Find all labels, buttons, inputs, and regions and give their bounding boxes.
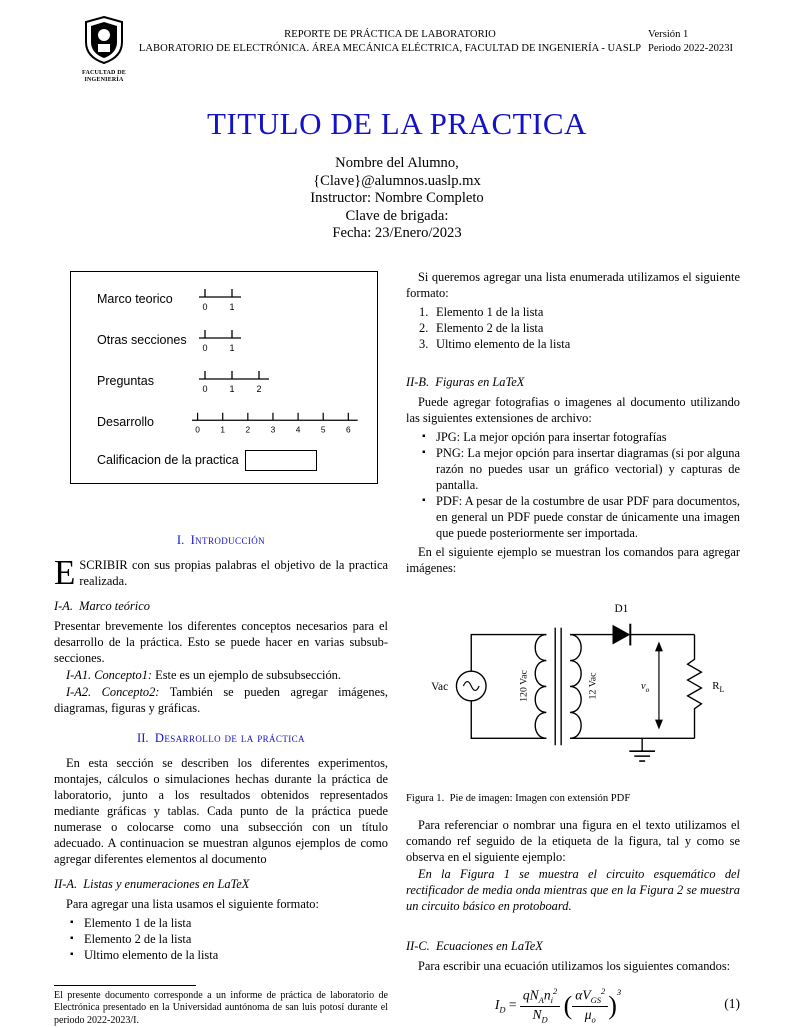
- list-item: 3.Ultimo elemento de la lista: [419, 336, 571, 351]
- rubric-row: Otras secciones 0 1: [97, 327, 365, 355]
- version-label: Versión 1: [648, 29, 689, 40]
- figure-caption: Figura 1. Pie de imagen: Imagen con exte…: [406, 792, 631, 804]
- list-item: 1.Elemento 1 de la lista: [419, 304, 544, 319]
- svg-text:4: 4: [296, 424, 301, 434]
- list-item: PNG: La mejor opción para insertar diagr…: [406, 445, 740, 493]
- ejemplo-referencia-paragraph: En la Figura 1 se muestra el circuito es…: [406, 866, 740, 913]
- resistor-icon: [686, 634, 703, 738]
- rubric-scale-icon: 0 1: [199, 288, 241, 312]
- rubric-row-label: Marco teorico: [97, 291, 173, 306]
- footnote-text: El presente documento corresponde a un i…: [54, 989, 388, 1026]
- svg-text:0: 0: [202, 384, 207, 394]
- brigade-line: Clave de brigada:: [345, 207, 449, 224]
- vout-label: vo: [641, 680, 650, 693]
- footnote-rule: [54, 984, 196, 986]
- rubric-scale-icon: 0 1: [199, 329, 241, 353]
- grade-input-box[interactable]: [245, 449, 317, 471]
- subsection-heading-figuras: II-B. Figuras en LaTeX: [406, 374, 525, 389]
- listas-intro-paragraph: Para agregar una lista usamos el siguien…: [66, 896, 319, 911]
- instructor-line: Instructor: Nombre Completo: [310, 190, 484, 206]
- referencia-paragraph: Para referenciar o nombrar una figura en…: [406, 817, 740, 864]
- rubric-scale-icon: 0 1 2 3 4 5 6: [191, 412, 358, 434]
- author-block: Nombre del Alumno, {Clave}@alumnos.uaslp…: [54, 155, 740, 243]
- period-label: Periodo 2022-2023I: [648, 43, 734, 54]
- equation-number: (1): [724, 995, 740, 1011]
- svg-text:1: 1: [229, 343, 234, 353]
- shield-crest-icon: [85, 15, 123, 65]
- document-title: TITULO DE LA PRACTICA: [207, 106, 587, 141]
- figure-1: Vac 120 Vac 12 Vac: [406, 590, 740, 782]
- ground-icon: [629, 737, 655, 762]
- header-line1: REPORTE DE PRÁCTICA DE LABORATORIO: [284, 29, 496, 40]
- university-logo: FACULTAD DE INGENIERÍA: [54, 15, 132, 84]
- date-line: Fecha: 23/Enero/2023: [332, 225, 462, 241]
- list-item: 2.Elemento 2 de la lista: [419, 320, 544, 335]
- bullet-list-formats: JPG: La mejor opción para insertar fotog…: [406, 429, 740, 541]
- subsection-heading-ecuaciones: II-C. Ecuaciones en LaTeX: [406, 938, 543, 953]
- rubric-row-label: Preguntas: [97, 373, 154, 388]
- section-heading-introduccion: I. Introducción: [176, 532, 266, 547]
- rubric-row: Marco teorico 0 1: [97, 286, 365, 314]
- transformer-primary-coil: [534, 633, 547, 739]
- transformer-secondary-coil: [569, 633, 582, 739]
- concepto2-paragraph: I-A2. Concepto2: También se pueden agreg…: [54, 684, 388, 715]
- rubric-row-label: Otras secciones: [97, 332, 187, 347]
- svg-text:3: 3: [271, 424, 276, 434]
- load-label: RL: [712, 679, 724, 693]
- marco-teorico-paragraph: Presentar brevemente los diferentes conc…: [54, 618, 388, 665]
- drop-cap: E: [54, 552, 76, 592]
- vac-label: Vac: [431, 680, 448, 692]
- list-item: Ultimo elemento de la lista: [54, 947, 388, 963]
- bullet-list: Elemento 1 de la lista Elemento 2 de la …: [54, 915, 388, 963]
- right-column: Si queremos agregar una lista enumerada …: [406, 269, 740, 1028]
- header-right: Versión 1 Periodo 2022-2023I: [648, 16, 740, 56]
- header-line2: LABORATORIO DE ELECTRÓNICA. ÁREA MECÁNIC…: [138, 43, 642, 54]
- rectifier-circuit-diagram: Vac 120 Vac 12 Vac: [431, 602, 725, 762]
- grade-row: Calificacion de la practica: [97, 449, 365, 471]
- concepto1-paragraph: I-A1. Concepto1: Este es un ejemplo de s…: [66, 667, 341, 682]
- page-header: FACULTAD DE INGENIERÍA REPORTE DE PRÁCTI…: [54, 15, 740, 84]
- secondary-voltage-label: 12 Vac: [588, 671, 599, 699]
- left-column: Marco teorico 0 1 Otras secciones: [54, 269, 388, 1028]
- list-item: JPG: La mejor opción para insertar fotog…: [406, 429, 740, 445]
- svg-text:0: 0: [195, 424, 200, 434]
- rubric-row: Desarrollo 0 1 2 3 4: [97, 409, 365, 437]
- ecuacion-intro-paragraph: Para escribir una ecuación utilizamos lo…: [418, 958, 731, 973]
- rubric-row: Preguntas 0 1 2: [97, 368, 365, 396]
- enumerada-intro-paragraph: Si queremos agregar una lista enumerada …: [406, 269, 740, 300]
- primary-voltage-label: 120 Vac: [519, 669, 530, 701]
- subsection-heading-listas: II-A. Listas y enumeraciones en LaTeX: [54, 876, 250, 891]
- svg-text:1: 1: [229, 384, 234, 394]
- svg-text:1: 1: [229, 302, 234, 312]
- subsection-heading-marco-teorico: I-A. Marco teórico: [54, 598, 150, 613]
- diode-icon: [612, 624, 631, 644]
- svg-text:2: 2: [245, 424, 250, 434]
- logo-caption: FACULTAD DE INGENIERÍA: [82, 70, 126, 83]
- svg-text:0: 0: [202, 343, 207, 353]
- svg-text:0: 0: [202, 302, 207, 312]
- svg-text:1: 1: [220, 424, 225, 434]
- list-item: Elemento 2 de la lista: [54, 931, 388, 947]
- equation-1: ID = qNAni2 ND ( αVGS2 μo )3 (1): [494, 985, 740, 1025]
- ejemplo-comandos-paragraph: En el siguiente ejemplo se muestran los …: [406, 544, 740, 575]
- grade-label: Calificacion de la practica: [97, 453, 239, 467]
- svg-text:2: 2: [256, 384, 261, 394]
- list-item: Elemento 1 de la lista: [54, 915, 388, 931]
- diode-label: D1: [614, 602, 628, 614]
- svg-text:5: 5: [321, 424, 326, 434]
- desarrollo-paragraph: En esta sección se describen los diferen…: [54, 755, 388, 866]
- section-heading-desarrollo: II. Desarrollo de la práctica: [137, 730, 305, 745]
- list-item: PDF: A pesar de la costumbre de usar PDF…: [406, 493, 740, 541]
- svg-text:6: 6: [346, 424, 351, 434]
- author-email: {Clave}@alumnos.uaslp.mx: [313, 172, 481, 189]
- author-name: Nombre del Alumno,: [335, 155, 459, 171]
- rubric-figure: Marco teorico 0 1 Otras secciones: [70, 270, 378, 484]
- figuras-intro-paragraph: Puede agregar fotografias o imagenes al …: [406, 394, 740, 425]
- header-center: REPORTE DE PRÁCTICA DE LABORATORIO LABOR…: [132, 16, 648, 56]
- rubric-row-label: Desarrollo: [97, 414, 154, 429]
- rubric-scale-icon: 0 1 2: [199, 370, 269, 394]
- numbered-list: 1.Elemento 1 de la lista 2.Elemento 2 de…: [406, 304, 740, 352]
